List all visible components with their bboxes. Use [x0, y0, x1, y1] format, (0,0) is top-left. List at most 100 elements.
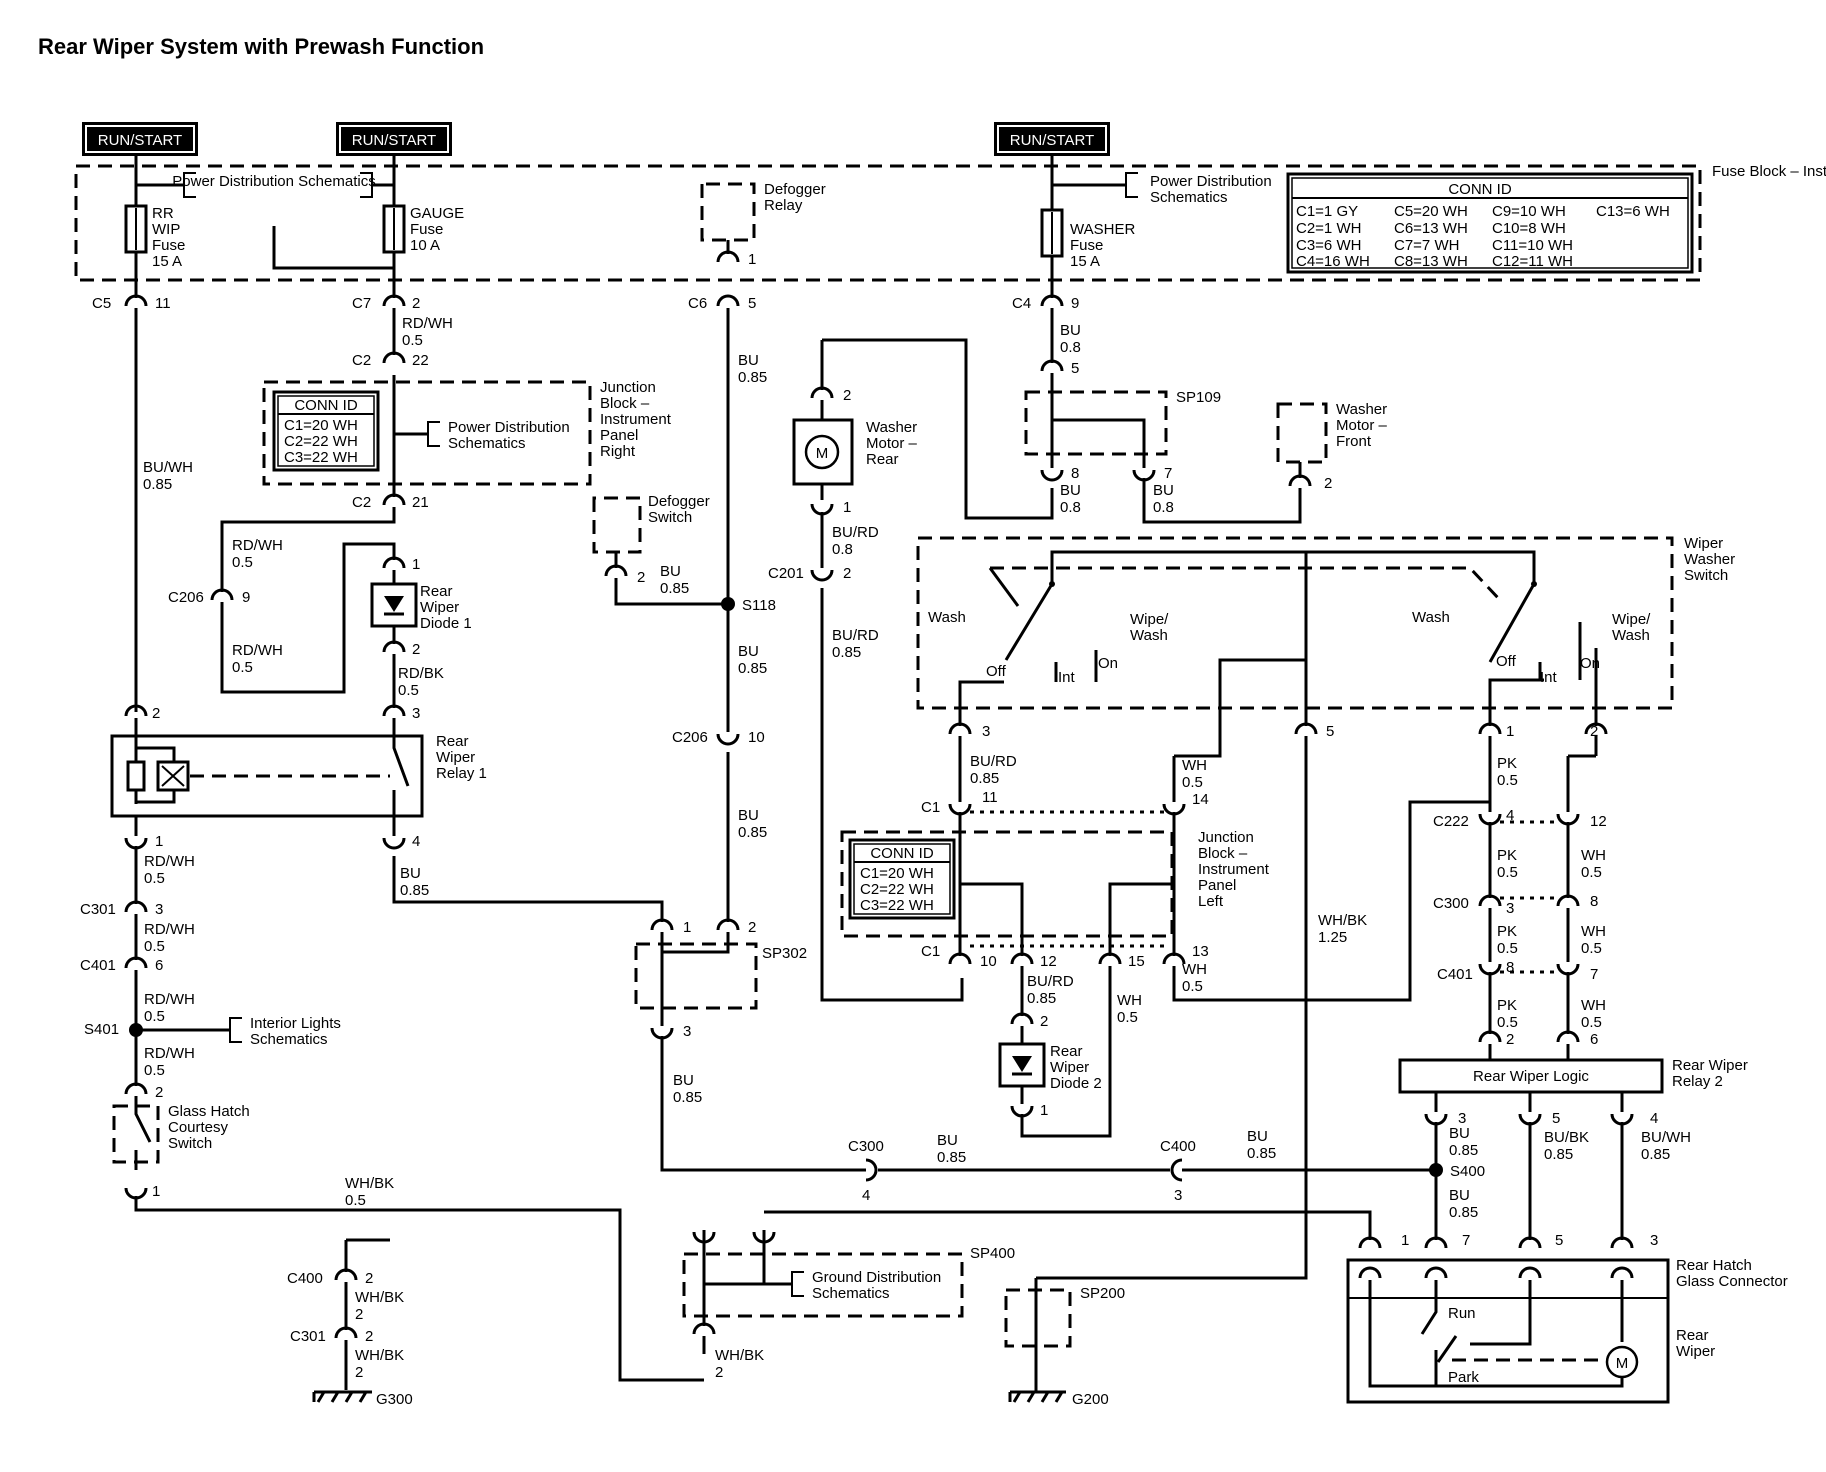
diagram-label: 1	[152, 1183, 160, 1200]
switch-wash-left: Wash	[928, 609, 966, 626]
conn-id-cell: C9=10 WH	[1492, 203, 1566, 220]
switch-off-right: Off	[1496, 653, 1517, 670]
diagram-label: BU/RD	[832, 627, 879, 644]
switch-int-left: Int	[1058, 669, 1076, 686]
diagram-label: 1	[1401, 1232, 1409, 1249]
diagram-label: BU	[673, 1072, 694, 1089]
sp302-box	[634, 942, 758, 1010]
connector-relay1-pin3	[382, 704, 406, 718]
diagram-label: 0.5	[1581, 864, 1602, 881]
sp400-box	[682, 1252, 964, 1318]
diagram-label: BU	[738, 807, 759, 824]
diagram-label: C1	[921, 943, 940, 960]
diagram-label: 13	[1192, 943, 1209, 960]
connector-sp302-pin2	[716, 918, 740, 932]
switch-int-right: Int	[1540, 669, 1558, 686]
diagram-label: 1	[1506, 723, 1514, 740]
diagram-label: 0.85	[937, 1149, 966, 1166]
diagram-label: 2	[355, 1306, 363, 1323]
ground-g300	[312, 1390, 372, 1403]
connector-switch-pin5	[1294, 722, 1318, 736]
diagram-label: 2	[715, 1364, 723, 1381]
diagram-label: 9	[242, 589, 250, 606]
wire-rd-wh-3	[220, 542, 396, 694]
diagram-label: BU	[1153, 482, 1174, 499]
diagram-label: 0.85	[400, 882, 429, 899]
diagram-label: C1	[921, 799, 940, 816]
conn-id-cell: C8=13 WH	[1394, 253, 1468, 270]
diagram-label: BU/BK	[1544, 1129, 1589, 1146]
connector-c401-6	[124, 956, 148, 970]
sp200-box	[1004, 1288, 1072, 1348]
diagram-label: WH	[1581, 847, 1606, 864]
wire-stub	[1434, 1092, 1624, 1112]
diagram-label: 0.5	[144, 1008, 165, 1025]
wire-bu-bottom	[660, 1036, 1436, 1172]
conn-id-cell: C7=7 WH	[1394, 237, 1459, 254]
jb-left-wiring	[960, 756, 1176, 956]
diagram-label: 22	[412, 352, 429, 369]
connector-logic-pin6	[1556, 1030, 1580, 1044]
connector-c1-12	[1010, 952, 1034, 966]
connector-c6	[716, 294, 740, 308]
connector-pin	[1518, 1266, 1542, 1280]
run-label: Run	[1448, 1305, 1476, 1322]
diagram-label: 3	[1174, 1187, 1182, 1204]
diagram-label: WH/BK	[355, 1347, 404, 1364]
wire-bu-relay1	[392, 856, 664, 922]
defogger-switch-label-bound: Defogger Switch	[648, 493, 714, 526]
connector-pin	[1358, 1266, 1382, 1280]
diagram-label: 0.85	[1027, 990, 1056, 1007]
wire-rd-wh-2	[220, 507, 396, 592]
connector-glass-hatch-pin2	[124, 1082, 148, 1096]
connector-c206-10	[716, 732, 740, 746]
diagram-label: 2	[748, 919, 756, 936]
diagram-label: 3	[1458, 1110, 1466, 1127]
diagram-label: 0.8	[1060, 499, 1081, 516]
conn-id-header: CONN ID	[294, 397, 358, 414]
diagram-label: 6	[1590, 1031, 1598, 1048]
diagram-label: 0.85	[738, 824, 767, 841]
diagram-label: 0.5	[1117, 1009, 1138, 1026]
diagram-label: 0.85	[143, 476, 172, 493]
connector-c300-4	[865, 1158, 878, 1182]
diagram-label: 11	[155, 295, 171, 312]
sp109-wiring	[1050, 373, 1146, 468]
splice-s401-label: S401	[84, 1021, 119, 1038]
diagram-label: 0.5	[232, 554, 253, 571]
diagram-label: RD/WH	[144, 1045, 195, 1062]
rear-hatch-connector	[1346, 1258, 1670, 1404]
diagram-label: C300	[848, 1138, 884, 1155]
diagram-label: 2	[365, 1270, 373, 1287]
park-label: Park	[1448, 1369, 1479, 1386]
connector-c5	[124, 294, 148, 308]
ground-g300-label: G300	[376, 1391, 413, 1408]
rear-wiper-logic-label: Rear Wiper Logic	[1473, 1068, 1589, 1085]
conn-id-cell: C13=6 WH	[1596, 203, 1670, 220]
diagram-label: 1	[412, 556, 420, 573]
diagram-label: WH/BK	[355, 1289, 404, 1306]
defogger-switch-box	[592, 496, 642, 554]
interior-lights-label: Interior Lights Schematics	[250, 1015, 345, 1048]
diagram-label: 7	[1462, 1232, 1470, 1249]
diagram-label: 0.85	[970, 770, 999, 787]
diagram-label: BU/RD	[832, 524, 879, 541]
sp400-wiring	[702, 1210, 1314, 1326]
diagram-label: 0.5	[1497, 772, 1518, 789]
diagram-label: 2	[155, 1084, 163, 1101]
conn-id-cell: C10=8 WH	[1492, 220, 1566, 237]
washer-motor-front-box	[1276, 402, 1328, 464]
connector-c400-2	[334, 1268, 358, 1282]
power-label: RUN/START	[352, 132, 436, 149]
ground-g200	[1008, 1390, 1066, 1403]
diagram-label: 0.5	[144, 938, 165, 955]
diagram-label: C401	[1437, 966, 1473, 983]
connector-c1-13	[1162, 952, 1186, 966]
connector-c301-3	[124, 900, 148, 914]
connector-c222-12	[1556, 812, 1580, 826]
connector-hatch-pin1	[1358, 1236, 1382, 1250]
connector-sp302-pin1	[650, 918, 674, 932]
diagram-label: 0.5	[402, 332, 423, 349]
diagram-label: 4	[412, 833, 420, 850]
diagram-label: 2	[637, 569, 645, 586]
